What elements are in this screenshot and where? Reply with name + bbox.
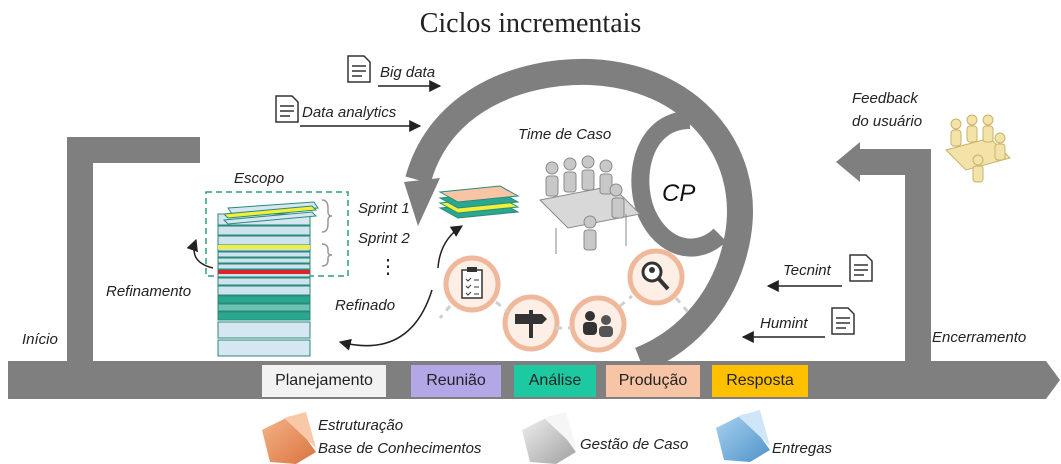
folder-icon [522,412,576,464]
refined-stack [438,185,520,219]
process-track [8,137,1060,399]
cp-label: CP [662,180,696,207]
feedback-label-line1: Feedback [852,90,918,107]
sprint-2-label: Sprint 2 [358,230,410,247]
legend-estruturacao-line2: Base de Conhecimentos [318,440,482,457]
tecnint-label: Tecnint [783,262,831,279]
team-table-icon [538,155,642,254]
incremental-cycle-spiral [404,58,753,373]
phase-planejamento: Planejamento [262,365,386,397]
phase-producao: Produção [606,365,700,397]
input-arrows [186,80,842,351]
data-analytics-label: Data analytics [302,104,397,121]
end-label: Encerramento [932,329,1027,346]
document-icon [347,55,371,83]
phase-reuniao: Reunião [411,365,501,397]
scope-label: Escopo [234,170,285,187]
legend-entregas: Entregas [772,440,833,457]
refinement-label: Refinamento [106,283,192,300]
phase-analise: Análise [514,365,596,397]
signpost-icon [502,294,560,352]
diagram-title: Ciclos incrementais [419,8,642,39]
legend-estruturacao-line1: Estruturação [318,417,404,434]
backlog-stack [217,201,319,357]
more-sprints-ellipsis: ⋮ [378,256,398,278]
scope-frame [205,191,349,277]
humint-label: Humint [760,315,808,332]
folder-icon [262,412,316,464]
sprint-1-layers [222,205,318,225]
folder-icon [716,410,770,462]
start-label: Início [22,331,58,348]
refined-label: Refinado [335,297,396,314]
big-data-label: Big data [380,64,436,81]
document-icon [849,254,873,282]
document-icon [831,307,855,335]
sprint-1-label: Sprint 1 [358,200,410,217]
cycle-connectors [438,294,690,330]
case-team-label: Time de Caso [518,126,612,143]
feedback-label-line2: do usuário [852,113,923,130]
legend-gestao-de-caso: Gestão de Caso [580,436,689,453]
phase-resposta: Resposta [712,365,808,397]
sprint-2-layers [218,245,310,274]
sprint-brackets [321,199,333,267]
magnifier-icon [627,248,685,306]
document-icon [275,95,299,123]
meeting-icon [569,295,627,353]
user-feedback-icon [945,114,1011,183]
clipboard-icon [443,255,501,313]
